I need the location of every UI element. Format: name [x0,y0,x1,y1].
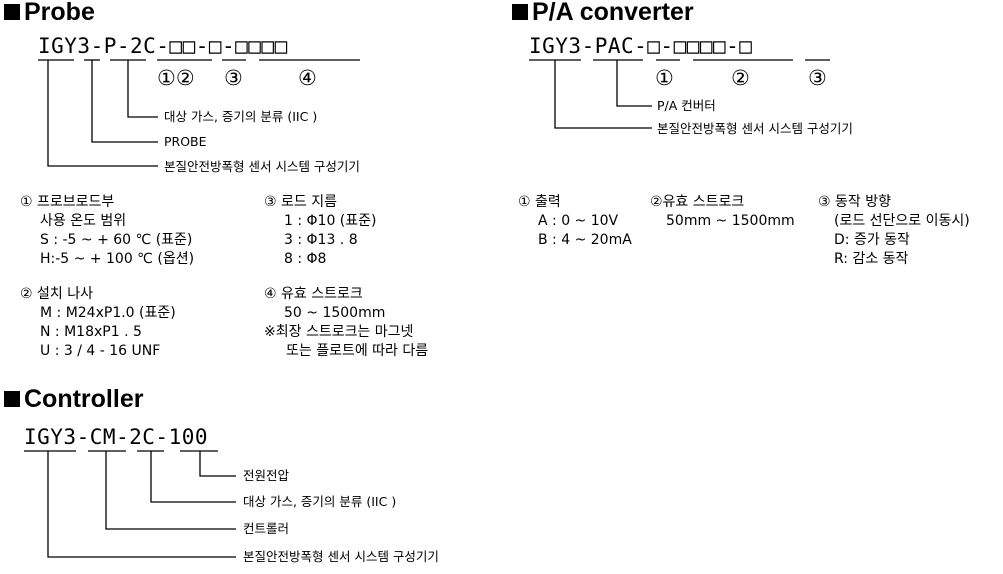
pa-spec-3: ③ 동작 방향 (로드 선단으로 이동시) D: 증가 동작 R: 감소 동작 [818,193,970,269]
controller-heading: Controller [4,385,143,413]
spec-line: N : M18xP1 . 5 [40,324,142,340]
controller-label-controller: 컨트롤러 [243,521,290,536]
pa-leader-converter [616,60,652,107]
pa-spec-2: ②유효 스트로크 50mm ~ 1500mm [650,193,795,231]
probe-label-system: 본질안전방폭형 센서 시스템 구성기기 [164,159,360,174]
spec-line: D: 증가 동작 [834,232,910,248]
spec-line: U : 3 / 4 - 16 UNF [40,343,161,359]
pa-leader-system [554,60,652,129]
spec-line: ※최장 스트로크는 마그넷 [264,324,414,340]
pa-marker-2: ② [731,66,750,90]
spec-line: 또는 플로트에 따라 다름 [286,343,429,359]
pa-spec-1: ① 출력 A : 0 ~ 10V B : 4 ~ 20mA [518,193,632,250]
spec-title: ② 설치 나사 [20,286,93,302]
probe-spec-4: ④ 유효 스트로크 50 ~ 1500mm ※최장 스트로크는 마그넷 또는 플… [264,285,428,361]
controller-label-gas-class: 대상 가스, 증기의 분류 (IIC ) [243,494,397,509]
spec-line: (로드 선단으로 이동시) [834,213,970,229]
probe-spec-2: ② 설치 나사 M : M24xP1.0 (표준) N : M18xP1 . 5… [20,285,176,361]
square-bullet-icon [4,4,20,20]
pa-label-system: 본질안전방폭형 센서 시스템 구성기기 [657,121,853,136]
controller-leader-system [47,451,236,558]
controller-leader-gas [150,451,236,503]
controller-label-system: 본질안전방폭형 센서 시스템 구성기기 [243,549,439,564]
spec-line: A : 0 ~ 10V [538,213,619,229]
spec-line: H:-5 ~ + 100 ℃ (옵션) [40,251,195,267]
spec-line: 50mm ~ 1500mm [666,213,795,229]
spec-line: M : M24xP1.0 (표준) [40,305,176,321]
controller-leader-voltage [199,451,236,477]
probe-leader-gas [127,60,158,118]
probe-model-code: IGY3-P-2C-□□-□-□□□□ [38,34,288,58]
spec-title: ②유효 스트로크 [650,194,745,210]
spec-line: 8 : Φ8 [284,251,327,267]
probe-spec-3: ③ 로드 지름 1 : Φ10 (표준) 3 : Φ13 . 8 8 : Φ8 [264,193,377,269]
probe-label-probe: PROBE [164,134,207,149]
pa-model-code: IGY3-PAC-□-□□□□-□ [529,34,753,58]
spec-line: 50 ~ 1500mm [284,305,386,321]
spec-line: 사용 온도 범위 [40,213,127,229]
spec-title: ① 출력 [518,194,561,210]
square-bullet-icon [512,4,528,20]
spec-title: ④ 유효 스트로크 [264,286,363,302]
probe-marker-12: ①② [157,66,195,90]
probe-marker-4: ④ [298,66,317,90]
controller-leader-controller [105,451,236,530]
probe-marker-3: ③ [224,66,243,90]
spec-line: R: 감소 동작 [834,251,909,267]
spec-line: 1 : Φ10 (표준) [284,213,377,229]
probe-leader-system [47,60,158,167]
spec-line: B : 4 ~ 20mA [538,232,632,248]
spec-line: 3 : Φ13 . 8 [284,232,358,248]
pa-heading: P/A converter [512,0,694,26]
probe-leader-probe [91,60,158,143]
pa-label-converter: P/A 컨버터 [657,98,716,113]
spec-line: S : -5 ~ + 60 ℃ (표준) [40,232,193,248]
probe-label-gas-class: 대상 가스, 증기의 분류 (IIC ) [164,109,318,124]
spec-title: ① 프로브로드부 [20,194,115,210]
spec-title: ③ 동작 방향 [818,194,891,210]
controller-model-code: IGY3-CM-2C-100 [24,425,209,449]
controller-label-voltage: 전원전압 [243,468,290,483]
pa-marker-3: ③ [808,66,827,90]
spec-title: ③ 로드 지름 [264,194,337,210]
probe-heading: Probe [4,0,95,26]
probe-spec-1: ① 프로브로드부 사용 온도 범위 S : -5 ~ + 60 ℃ (표준) H… [20,193,194,269]
square-bullet-icon [4,391,20,407]
pa-marker-1: ① [655,66,674,90]
